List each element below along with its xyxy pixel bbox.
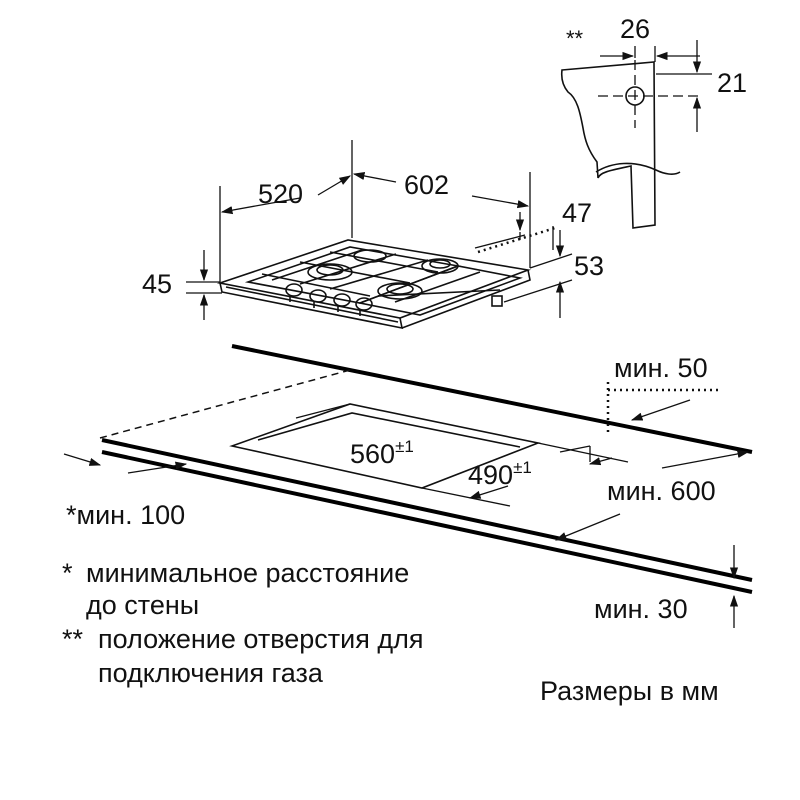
cutout-depth-label: 490±1 <box>468 458 532 490</box>
width-arrow-left <box>352 171 397 183</box>
connection-marker: ** <box>566 26 584 51</box>
cutout-width-value: 560 <box>350 439 395 469</box>
connection-width-label: 26 <box>620 14 650 44</box>
notes: * минимальное расстояние до стены ** пол… <box>62 558 719 706</box>
hob-depth-label: 520 <box>258 179 303 209</box>
cutout-depth-arrow-left <box>468 485 509 499</box>
knob-2-icon <box>309 289 327 303</box>
note-1-line-1: минимальное расстояние <box>86 558 409 588</box>
min-wall-label: *мин. 100 <box>66 500 185 530</box>
depth-arrow-left <box>220 197 301 215</box>
burner-2-icon <box>353 249 387 263</box>
hob-side-profile <box>560 61 656 229</box>
note-1-line-2: до стены <box>86 590 199 620</box>
burner-3-icon <box>377 282 423 300</box>
knob-1-icon <box>285 283 303 297</box>
min-front-label: мин. 30 <box>594 594 688 624</box>
cutout-width-tolerance: ±1 <box>395 437 414 456</box>
min-back-arrow <box>630 399 691 421</box>
note-2-line-2: подключения газа <box>98 658 324 688</box>
min-wall-arrow-left <box>63 453 102 466</box>
pan-support-right <box>357 265 523 316</box>
knob-4-icon <box>355 297 373 311</box>
cutout-depth-value: 490 <box>468 460 513 490</box>
width-arrow-right <box>471 195 530 209</box>
gas-connector-icon <box>491 295 503 307</box>
hob-height-label: 45 <box>142 269 172 299</box>
worktop-front-edge <box>101 438 753 582</box>
min-back-dotted <box>606 382 720 436</box>
hob-dimensions: 520 602 45 47 53 <box>142 140 604 320</box>
worktop-left-dashed <box>99 369 351 439</box>
worktop-front-lower-edge <box>101 450 753 594</box>
min-side-arrow-left <box>554 513 621 541</box>
hob-overhang-top-label: 47 <box>562 198 592 228</box>
worktop-back-edge <box>231 344 753 454</box>
note-2-marker: ** <box>62 624 84 654</box>
cutout-depth-tolerance: ±1 <box>513 458 532 477</box>
overhang-ext-1 <box>474 234 526 249</box>
units-note: Размеры в мм <box>540 676 719 706</box>
control-knobs <box>285 283 373 316</box>
worktop-illustration: 560±1 490±1 мин. 50 мин. 600 мин. 30 *ми… <box>63 344 753 628</box>
overhang-dotted-line <box>477 226 556 254</box>
burner-1-icon <box>307 263 353 281</box>
cutout-ext-front <box>421 487 511 507</box>
hob-overhang-side-label: 53 <box>574 251 604 281</box>
cutout-ext-right <box>537 442 629 463</box>
cutout-depth-arrow-right <box>588 457 613 466</box>
cutout-width-label: 560±1 <box>350 437 414 469</box>
burner-4-icon <box>421 258 459 274</box>
note-2-line-1: положение отверстия для <box>98 624 423 654</box>
depth-arrow-right <box>317 175 352 196</box>
min-wall-arrow-right <box>127 461 188 474</box>
min-side-arrow-right <box>661 449 750 469</box>
min-back-label: мин. 50 <box>614 353 708 383</box>
note-1-marker: * <box>62 558 73 588</box>
hob-width-label: 602 <box>404 170 449 200</box>
connection-height-label: 21 <box>717 68 747 98</box>
knob-3-icon <box>333 293 351 307</box>
gas-connection-detail: ** 26 21 <box>560 14 747 229</box>
profile-break-curve <box>595 162 681 175</box>
hob-illustration <box>216 239 532 330</box>
min-side-label: мин. 600 <box>607 476 716 506</box>
